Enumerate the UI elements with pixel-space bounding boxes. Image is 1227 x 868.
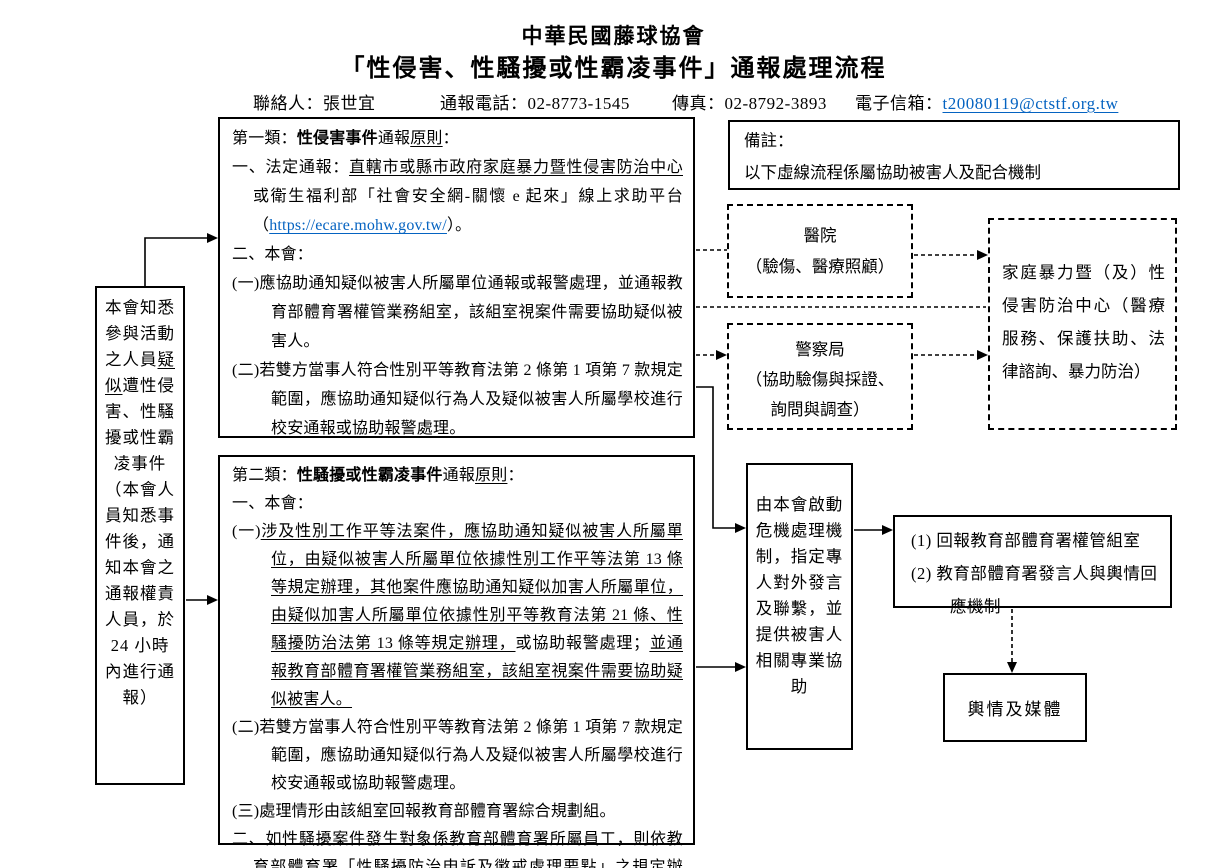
media-box: 輿情及媒體	[943, 673, 1087, 742]
page-title: 中華民國藤球協會	[521, 24, 706, 48]
category2-item1a-label: (一)	[232, 523, 261, 540]
arrowhead-to-category2	[207, 595, 218, 605]
contact-email: 電子信箱：t20080119@ctstf.org.tw	[855, 89, 1118, 114]
contact-fax: 傳真：02-8792-3893	[672, 89, 827, 114]
arrowhead-category2-to-crisis	[735, 662, 746, 672]
contact-fax-number: 02-8792-3893	[724, 94, 827, 113]
arrowhead-police-to-center	[977, 350, 988, 360]
contact-fax-label: 傳真：	[672, 94, 725, 113]
hospital-title: 醫院	[803, 226, 837, 245]
category1-item2a: (一)應協助通知疑似被害人所屬單位通報或報警處理，並通報教育部體育署權管業務組室…	[232, 275, 683, 350]
category2-heading: 第二類：性騷擾或性霸凌事件通報原則：	[232, 462, 683, 490]
report-line1: (1) 回報教育部體育署權管組室	[911, 531, 1141, 550]
arrowhead-category1-to-crisis	[735, 523, 746, 533]
connector-awareness-to-category1	[144, 237, 211, 287]
contact-phone: 通報電話：02-8773-1545	[440, 89, 630, 114]
arrowhead-crisis-to-report	[882, 525, 893, 535]
note-title: 備註：	[744, 131, 794, 150]
category1-item1-label: 一、法定通報：	[232, 159, 350, 176]
category2-heading-bold: 性騷擾或性霸凌事件	[296, 467, 443, 484]
awareness-text-pre: 本會知悉參與活動之人員	[105, 298, 175, 369]
category1-heading-underline: 原則	[410, 130, 443, 147]
category2-item1a: (一)涉及性別工作平等法案件，應協助通知疑似被害人所屬單位，由疑似被害人所屬單位…	[232, 518, 683, 714]
police-subtitle: （協助驗傷與採證、詢問與調查）	[745, 370, 895, 419]
crisis-response-box: 由本會啟動危機處理機制，指定專人對外發言及聯繫，並提供被害人相關專業協助	[746, 463, 853, 750]
category2-item1-label: 一、本會：	[232, 495, 314, 512]
email-link[interactable]: t20080119@ctstf.org.tw	[942, 94, 1119, 113]
category1-item1-underline: 直轄市或縣市政府家庭暴力暨性侵害防治中心	[349, 159, 683, 176]
category1-box: 第一類：性侵害事件通報原則： 一、法定通報：直轄市或縣市政府家庭暴力暨性侵害防治…	[218, 117, 695, 438]
awareness-text-underline: 疑似	[105, 350, 175, 395]
ecare-url-link[interactable]: https://ecare.mohw.gov.tw/	[269, 217, 447, 234]
category1-item1: 一、法定通報：直轄市或縣市政府家庭暴力暨性侵害防治中心或衛生福利部「社會安全網-…	[232, 153, 683, 240]
category2-item1c: (三)處理情形由該組室回報教育部體育署綜合規劃組。	[232, 803, 616, 820]
crisis-response-text: 由本會啟動危機處理機制，指定專人對外發言及聯繫，並提供被害人相關專業協助	[755, 495, 844, 696]
page-subtitle: 「性侵害、性騷擾或性霸凌事件」通報處理流程	[340, 56, 887, 82]
category1-item1-text2: 或衛生福利部「社會安全網-關懷 e 起來」線上求助平台（	[253, 188, 683, 234]
category2-heading-pre: 第二類：	[232, 467, 297, 484]
report-box: (1) 回報教育部體育署權管組室 (2) 教育部體育署發言人與輿情回應機制	[893, 515, 1172, 616]
contact-person-name: 張世宜	[323, 94, 376, 113]
awareness-text-post: 遭性侵害、性騷擾或性霸凌事件（本會人員知悉事件後，通知本會之通報權責人員，於 2…	[105, 376, 175, 707]
category2-item1a-underline2: 並通報教育部體育署權管業務組室，該組室視案件需要協助疑似被害人。	[271, 635, 683, 708]
category1-heading-mid: 通報	[377, 130, 411, 147]
category2-heading-post: ：	[507, 467, 524, 484]
media-text: 輿情及媒體	[967, 700, 1063, 719]
arrowhead-report-to-media	[1007, 662, 1017, 673]
contact-person-label: 聯絡人：	[253, 94, 323, 113]
contact-phone-label: 通報電話：	[440, 94, 528, 113]
category1-heading-bold: 性侵害事件	[296, 130, 378, 147]
note-text: 以下虛線流程係屬協助被害人及配合機制	[744, 163, 1041, 182]
category2-item1a-plain: 或協助報警處理；	[515, 635, 650, 652]
violence-prevention-center-box: 家庭暴力暨（及）性侵害防治中心（醫療服務、保護扶助、法律諮詢、暴力防治）	[988, 218, 1177, 430]
contact-person: 聯絡人：張世宜	[253, 89, 376, 114]
category2-heading-mid: 通報	[442, 467, 476, 484]
category1-heading: 第一類：性侵害事件通報原則：	[232, 124, 683, 153]
category1-heading-pre: 第一類：	[232, 130, 297, 147]
arrowhead-hospital-to-center	[977, 250, 988, 260]
category2-box: 第二類：性騷擾或性霸凌事件通報原則： 一、本會： (一)涉及性別工作平等法案件，…	[218, 455, 695, 868]
category2-heading-underline: 原則	[475, 467, 508, 484]
category1-item2-label: 二、本會：	[232, 246, 314, 263]
awareness-box: 本會知悉參與活動之人員疑似遭性侵害、性騷擾或性霸凌事件（本會人員知悉事件後，通知…	[95, 286, 185, 785]
police-box: 警察局 （協助驗傷與採證、詢問與調查）	[727, 323, 913, 430]
note-box: 備註： 以下虛線流程係屬協助被害人及配合機制	[728, 120, 1180, 190]
arrowhead-to-category1	[207, 233, 218, 243]
category1-item2b: (二)若雙方當事人符合性別平等教育法第 2 條第 1 項第 7 款規定範圍，應協…	[232, 362, 683, 437]
police-title: 警察局	[795, 340, 845, 359]
report-line2: (2) 教育部體育署發言人與輿情回應機制	[911, 564, 1158, 616]
contact-email-label: 電子信箱：	[855, 94, 943, 113]
hospital-subtitle: （驗傷、醫療照顧）	[745, 257, 895, 276]
hospital-box: 醫院 （驗傷、醫療照顧）	[727, 204, 913, 298]
category2-item1b: (二)若雙方當事人符合性別平等教育法第 2 條第 1 項第 7 款規定範圍，應協…	[232, 719, 683, 792]
category2-item2: 二、如性騷擾案件發生對象係教育部體育署所屬員工，則依教育部體育署「性騷擾防治申訴…	[232, 831, 683, 868]
category2-item1a-underline1: 涉及性別工作平等法案件，應協助通知疑似被害人所屬單位，由疑似被害人所屬單位依據性…	[260, 523, 683, 652]
arrowhead-to-police	[716, 350, 727, 360]
category1-heading-post: ：	[442, 130, 459, 147]
category1-item1-text3: ）。	[446, 217, 472, 234]
violence-prevention-center-text: 家庭暴力暨（及）性侵害防治中心（醫療服務、保護扶助、法律諮詢、暴力防治）	[1002, 263, 1165, 381]
contact-phone-number: 02-8773-1545	[527, 94, 630, 113]
